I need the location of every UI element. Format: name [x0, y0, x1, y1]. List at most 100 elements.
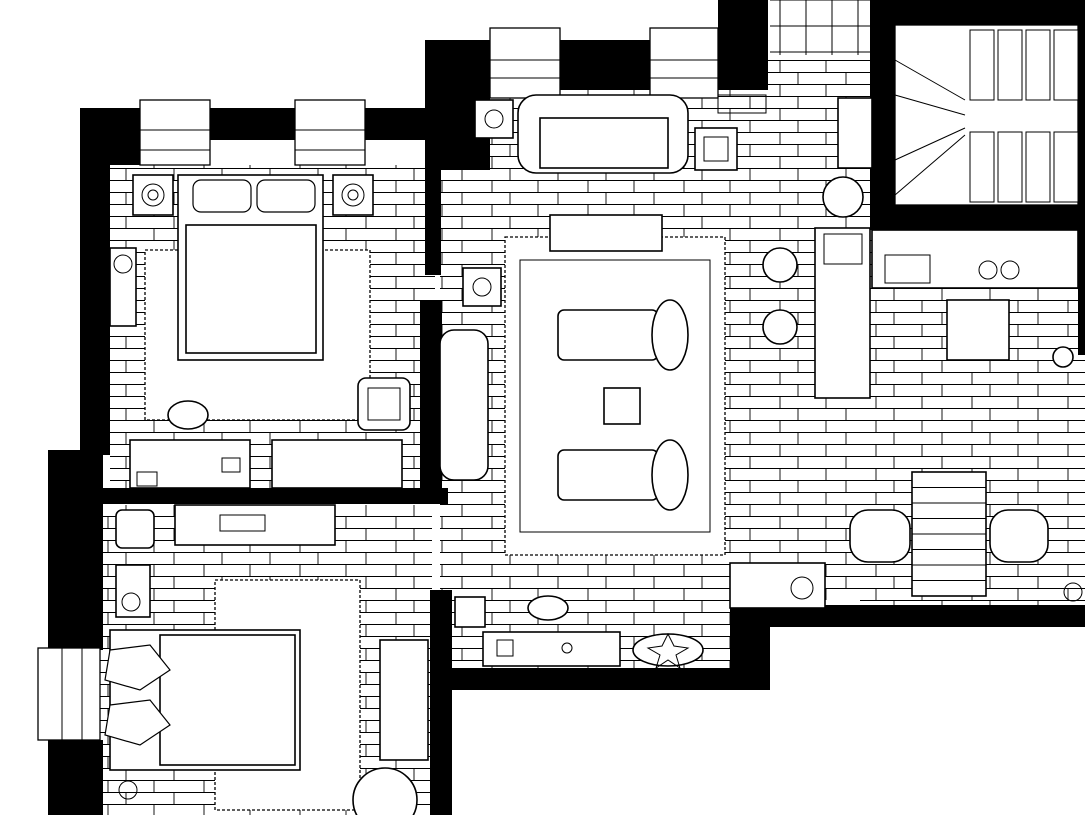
- wall-bed1-right: [420, 300, 442, 495]
- wall-left-lower: [48, 450, 103, 650]
- round-stool: [822, 176, 864, 218]
- pillow-icon: [192, 179, 252, 213]
- nightstand-right: [332, 174, 374, 216]
- wall-left-bottom: [48, 740, 103, 815]
- pillow-icon: [104, 699, 171, 746]
- stair-tread: [997, 29, 1023, 101]
- sink-icon: [884, 254, 931, 284]
- corridor-chair: [527, 595, 569, 621]
- dining-chair-left: [849, 509, 911, 563]
- books-icon: [219, 514, 266, 532]
- camera-icon: [221, 457, 241, 473]
- walls: [48, 0, 1085, 815]
- kitchen-counter: [871, 229, 1079, 289]
- wall-top-bed1-pier: [210, 108, 295, 140]
- armchair-living-bottom: [557, 449, 659, 501]
- wall-bed1-right-upper: [425, 165, 441, 275]
- round-table-living-2: [762, 309, 798, 345]
- side-table-right: [694, 127, 738, 171]
- kitchen-furniture: [871, 229, 1079, 368]
- wall-stair-top: [870, 0, 1085, 25]
- stair-tread: [969, 29, 995, 101]
- plant-rug: [632, 633, 704, 667]
- dresser-bedroom-1: [109, 247, 137, 327]
- stool-icon: [1052, 346, 1074, 368]
- dining-area-furniture: [729, 471, 1083, 609]
- radiator-icon: [717, 94, 767, 114]
- coffee-table: [603, 387, 641, 425]
- wall-stair-bottom: [870, 205, 1085, 230]
- wall-top-living-right: [718, 0, 768, 90]
- stair-tread: [1053, 131, 1079, 203]
- stove-icon: [1000, 260, 1020, 280]
- plant-icon: [113, 254, 133, 274]
- plant-icon: [646, 632, 690, 670]
- floor-terrace-tiles: [770, 0, 870, 55]
- window-bed1-right: [294, 99, 366, 166]
- wall-dining-bottom: [730, 605, 1085, 627]
- lamp-icon: [118, 780, 138, 800]
- lamp-icon: [472, 277, 492, 297]
- lamp-icon: [341, 183, 365, 207]
- console-table: [482, 631, 621, 667]
- window-living-left: [489, 27, 561, 99]
- lamp-icon: [790, 576, 814, 600]
- tv-cabinet: [837, 97, 873, 169]
- stair-tread: [997, 131, 1023, 203]
- desk-bedroom-1: [129, 439, 251, 489]
- window-bed2-left: [37, 647, 101, 741]
- desk-chair: [167, 400, 209, 430]
- window-living-right: [649, 27, 719, 99]
- bedroom-1-furniture: [109, 174, 411, 489]
- sofa-side: [439, 329, 489, 481]
- pillow-icon: [104, 644, 171, 691]
- chair-living-bottom: [651, 439, 689, 511]
- staircase: [894, 24, 1079, 206]
- corridor-furniture: [454, 595, 704, 670]
- wall-corridor-right: [730, 605, 770, 690]
- wall-left-bed1: [80, 165, 110, 455]
- round-table-living-1: [762, 247, 798, 283]
- wall-stair-left: [870, 0, 895, 230]
- stair-tread: [1053, 29, 1079, 101]
- kitchen-table: [946, 299, 1010, 361]
- bed-mattress-2: [159, 634, 296, 766]
- round-side-table: [352, 767, 418, 815]
- nightstand-left: [132, 174, 174, 216]
- wall-top-left: [80, 108, 140, 165]
- wall-bed1-bottom: [103, 488, 448, 504]
- stair-tread: [1025, 29, 1051, 101]
- lamp-icon: [484, 109, 504, 129]
- bedroom-2-furniture: [104, 504, 429, 815]
- wall-top-bed1-right: [365, 108, 430, 140]
- lamp-icon: [121, 592, 141, 612]
- chair-living-top: [651, 299, 689, 371]
- living-room-furniture: [439, 94, 873, 556]
- armchair-small: [115, 509, 155, 549]
- window-bed1-left: [139, 99, 211, 166]
- sofa-seat: [539, 117, 669, 169]
- wall-right-upper: [1078, 0, 1085, 355]
- ottoman-row: [549, 214, 663, 252]
- stair-tread: [1025, 131, 1051, 203]
- phone-icon: [496, 639, 514, 657]
- wall-corridor-bottom: [440, 668, 770, 690]
- dining-chair-right: [989, 509, 1049, 563]
- stair-tread: [969, 131, 995, 203]
- cabinet-corridor: [729, 562, 826, 609]
- wall-bed2-right: [430, 590, 452, 815]
- stove-icon: [978, 260, 998, 280]
- bed-mattress: [185, 224, 317, 354]
- wardrobe-bedroom-2: [379, 639, 429, 761]
- side-table-living: [462, 267, 502, 307]
- windows: [37, 27, 719, 741]
- side-table-left: [474, 99, 514, 139]
- sideboard-bedroom-1: [271, 439, 403, 489]
- nightstand-bed2-top: [115, 564, 151, 618]
- books-icon: [136, 471, 158, 487]
- pillow-icon: [256, 179, 316, 213]
- wall-top-living-pier: [560, 40, 650, 90]
- armchair: [357, 377, 411, 431]
- shelf-corridor: [174, 504, 336, 546]
